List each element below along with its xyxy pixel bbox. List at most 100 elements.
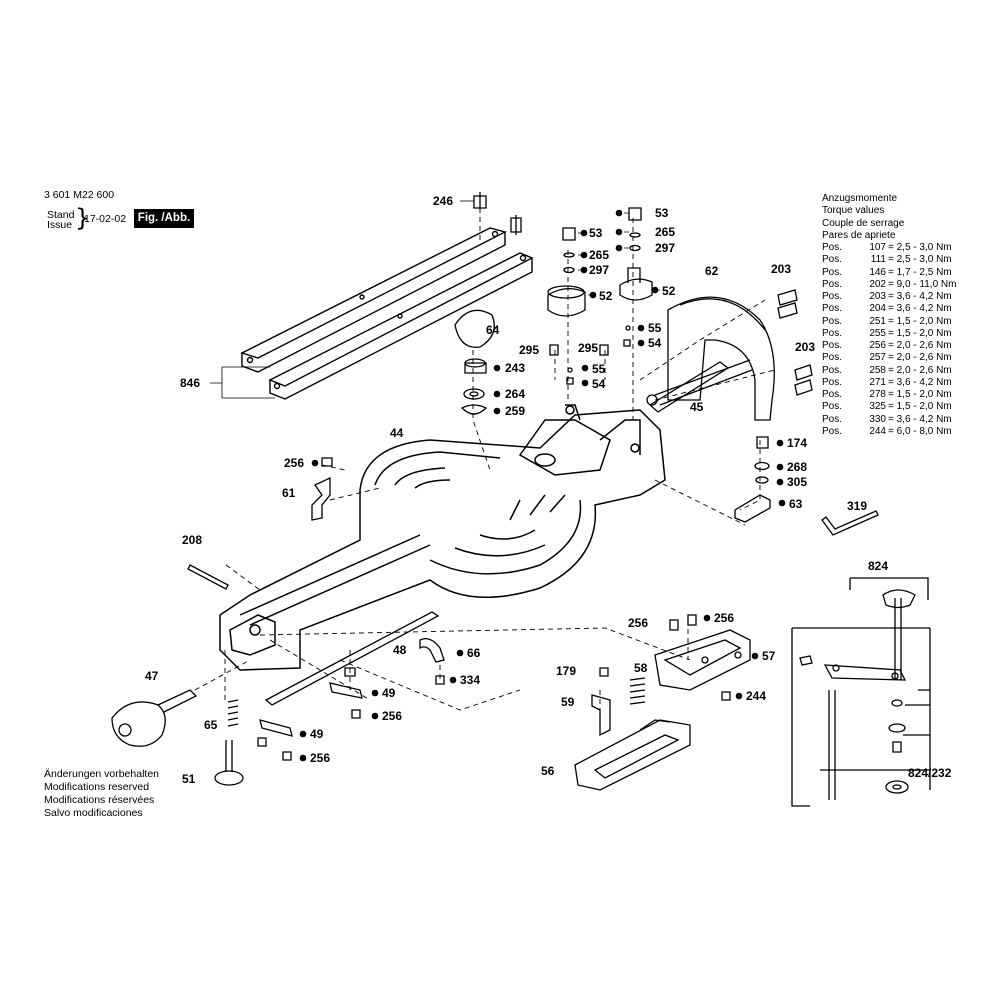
- torque-table: Anzugsmomente Torque values Couple de se…: [822, 193, 956, 438]
- label-54-right: 54: [648, 336, 662, 350]
- label-334: 334: [460, 673, 480, 687]
- torque-pos-label: Pos.: [822, 303, 843, 315]
- label-295-right: 295: [578, 341, 598, 355]
- spring-65: [227, 699, 239, 727]
- label-256-lower: 256: [310, 751, 330, 765]
- label-49-lower: 49: [310, 727, 324, 741]
- label-52-right: 52: [662, 284, 676, 298]
- torque-pos-number: 257: [869, 352, 886, 364]
- torque-row: Pos.146= 1,7 - 2,5 Nm: [822, 267, 956, 279]
- label-59: 59: [561, 695, 575, 709]
- screw-246: [473, 192, 487, 209]
- torque-pos-label: Pos.: [822, 376, 843, 388]
- label-256-plate: 256: [382, 709, 402, 723]
- label-824-232: 824/232: [908, 766, 952, 780]
- torque-pos-number: 203: [869, 291, 886, 302]
- screw-51: [214, 740, 244, 786]
- torque-row: Pos.278= 1,5 - 2,0 Nm: [822, 389, 956, 401]
- torque-pos-number: 107: [869, 242, 886, 253]
- label-66: 66: [467, 646, 481, 660]
- housing-57: [654, 614, 751, 701]
- note-de: Änderungen vorbehalten: [44, 768, 160, 780]
- torque-pos-label: Pos.: [822, 315, 843, 327]
- stand-label: Stand: [47, 209, 75, 221]
- spring-58: [629, 677, 646, 705]
- torque-value: = 2,5 - 3,0 Nm: [888, 254, 952, 266]
- label-47: 47: [145, 669, 159, 683]
- torque-pos-number: 204: [869, 303, 886, 315]
- torque-row: Pos. 204= 3,6 - 4,2 Nm: [822, 303, 956, 315]
- torque-pos-number: 251: [869, 315, 886, 327]
- label-319: 319: [847, 499, 867, 513]
- label-45: 45: [690, 400, 704, 414]
- label-295-left: 295: [519, 343, 539, 357]
- torque-pos-number: 202: [869, 278, 886, 290]
- label-244: 244: [746, 689, 766, 703]
- torque-row: Pos.271= 3,6 - 4,2 Nm: [822, 377, 956, 389]
- torque-pos-label: Pos.: [822, 340, 843, 351]
- torque-row: Pos.330= 3,6 - 4,2 Nm: [822, 414, 956, 426]
- torque-pos-number: 330: [869, 413, 886, 425]
- bracket-59: [591, 694, 611, 737]
- torque-pos-number: 244: [869, 425, 886, 437]
- torque-row: Pos.255= 1,5 - 2,0 Nm: [822, 328, 956, 340]
- torque-row: Pos.107= 2,5 - 3,0 Nm: [822, 242, 956, 254]
- rod-45: [648, 361, 730, 413]
- note-es: Salvo modificaciones: [44, 807, 143, 819]
- torque-value: = 1,5 - 2,0 Nm: [888, 315, 952, 327]
- torque-pos-number: 325: [869, 401, 886, 413]
- label-264: 264: [505, 387, 525, 401]
- guide-rails: [240, 227, 534, 400]
- label-52-left: 52: [599, 289, 613, 303]
- torque-value: = 2,0 - 2,6 Nm: [888, 364, 952, 376]
- torque-pos-label: Pos.: [822, 254, 843, 266]
- label-268: 268: [787, 460, 807, 474]
- torque-row: Pos.202= 9,0 - 11,0 Nm: [822, 279, 956, 291]
- label-203-lower: 203: [795, 340, 815, 354]
- torque-row: Pos. 257= 2,0 - 2,6 Nm: [822, 352, 956, 364]
- knob-47: [111, 689, 198, 747]
- torque-pos-label: Pos.: [822, 352, 843, 364]
- label-256-bracket: 256: [284, 456, 304, 470]
- knob-stack: [454, 309, 495, 415]
- plate-49-upper: [329, 682, 363, 699]
- torque-row: Pos.325= 1,5 - 2,0 Nm: [822, 401, 956, 413]
- torque-pos-label: Pos.: [822, 291, 843, 302]
- slide-56: [574, 719, 691, 791]
- torque-value: = 1,5 - 2,0 Nm: [888, 389, 952, 400]
- label-62: 62: [705, 264, 719, 278]
- torque-row: Pos.256= 2,0 - 2,6 Nm: [822, 340, 956, 352]
- torque-row: Pos. 251= 1,5 - 2,0 Nm: [822, 316, 956, 328]
- torque-value: = 6,0 - 8,0 Nm: [888, 425, 952, 437]
- torque-value: = 3,6 - 4,2 Nm: [888, 291, 952, 302]
- screw-334: [435, 675, 445, 685]
- torque-title-es: Pares de apriete: [822, 229, 896, 241]
- torque-value: = 1,5 - 2,0 Nm: [888, 327, 952, 339]
- torque-pos-number: 278: [869, 389, 886, 400]
- label-54-left: 54: [592, 377, 606, 391]
- label-55-left: 55: [592, 362, 606, 376]
- label-174: 174: [787, 436, 807, 450]
- label-256-housing-right: 256: [714, 611, 734, 625]
- torque-title-de: Anzugsmomente: [822, 193, 898, 204]
- torque-value: = 3,6 - 4,2 Nm: [888, 303, 952, 315]
- document-number: 3 601 M22 600: [44, 189, 115, 201]
- torque-pos-label: Pos.: [822, 364, 843, 376]
- label-208: 208: [182, 533, 202, 547]
- torque-value: = 3,6 - 4,2 Nm: [888, 413, 952, 425]
- issue-label: Issue: [47, 219, 73, 231]
- label-44: 44: [390, 426, 404, 440]
- screw-179: [599, 667, 609, 677]
- torque-pos-label: Pos.: [822, 327, 843, 339]
- label-203-upper: 203: [771, 262, 791, 276]
- screw-top-right-rail: [510, 215, 522, 235]
- pivot-block-right: [619, 207, 653, 301]
- screws-203: [777, 289, 813, 396]
- torque-value: = 2,0 - 2,6 Nm: [888, 352, 952, 364]
- pivot-block-left: [547, 227, 586, 317]
- label-51: 51: [182, 772, 196, 786]
- torque-title-fr: Couple de serrage: [822, 217, 905, 229]
- hex-key-319: [821, 510, 879, 536]
- assembly-guide-lines: [194, 208, 776, 715]
- label-48: 48: [393, 643, 407, 657]
